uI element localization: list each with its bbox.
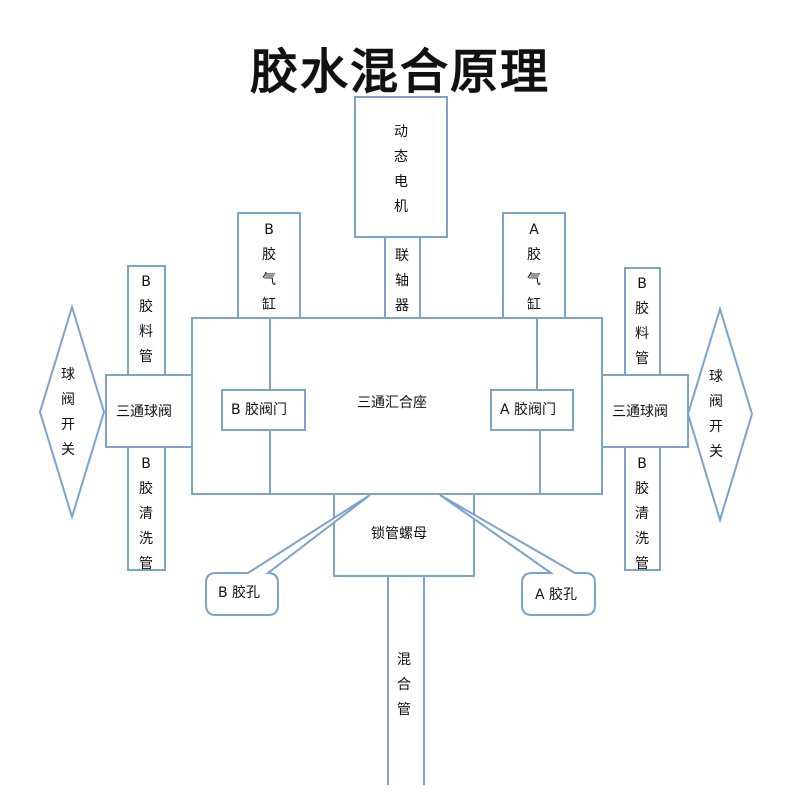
left-switch-diamond xyxy=(38,303,106,521)
left-three-way-label: 三通球阀 xyxy=(116,404,172,420)
b-hole-label: B 胶孔 xyxy=(218,585,261,601)
b-valve-door-box xyxy=(221,389,306,431)
left-three-way-box xyxy=(105,374,193,448)
a-hole-callout xyxy=(439,494,596,616)
right-three-way-label: 三通球阀 xyxy=(612,404,668,420)
right-switch-diamond xyxy=(686,305,754,524)
right-switch-label: 球阀开关 xyxy=(709,369,723,460)
manifold-label: 三通汇合座 xyxy=(357,395,427,411)
right-clean-pipe-label: B胶清洗管 xyxy=(635,456,649,572)
a-cylinder-box xyxy=(502,212,566,319)
lock-nut-box xyxy=(333,493,475,577)
a-hole-label: A 胶孔 xyxy=(535,587,578,603)
right-feed-pipe-label: B胶料管 xyxy=(635,276,649,367)
a-valve-door-box xyxy=(490,389,574,431)
motor-label: 动态电机 xyxy=(394,124,408,215)
right-clean-pipe-box xyxy=(624,446,661,571)
page-title: 胶水混合原理 xyxy=(249,44,550,100)
b-hole-callout xyxy=(205,494,371,616)
left-clean-pipe-label: B胶清洗管 xyxy=(139,456,153,572)
a-valve-door-label: A 胶阀门 xyxy=(500,402,557,418)
b-valve-door-label: B 胶阀门 xyxy=(231,402,288,418)
left-clean-pipe-box xyxy=(127,446,166,571)
right-three-way-box xyxy=(601,374,689,448)
b-cylinder-label: B胶气缸 xyxy=(262,222,276,313)
a-cylinder-label: A胶气缸 xyxy=(527,222,541,313)
mix-pipe-label: 混合管 xyxy=(397,652,411,718)
coupling-label: 联轴器 xyxy=(395,248,409,314)
motor-box xyxy=(354,96,448,238)
left-switch-label: 球阀开关 xyxy=(61,367,75,458)
left-feed-pipe-label: B胶料管 xyxy=(139,274,153,365)
lock-nut-label: 锁管螺母 xyxy=(371,526,427,542)
